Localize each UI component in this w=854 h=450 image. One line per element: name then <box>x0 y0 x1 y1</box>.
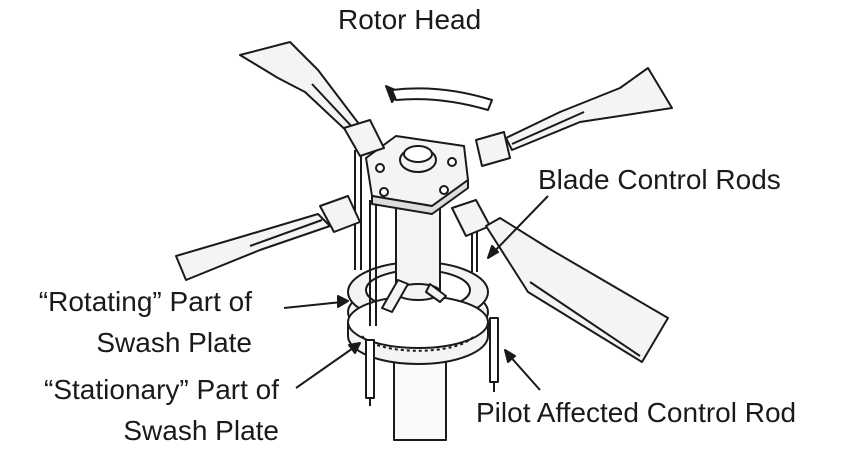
blade-back-right <box>505 67 673 151</box>
blade-front-left <box>175 213 331 281</box>
leader-lines <box>283 195 549 391</box>
blade-control-rods-label: Blade Control Rods <box>538 164 781 195</box>
rotating-part-label-line2: Swash Plate <box>96 327 252 358</box>
pilot-control-rods <box>365 317 499 406</box>
pilot-affected-control-rod-label: Pilot Affected Control Rod <box>476 397 797 428</box>
rotation-arrow <box>385 85 493 111</box>
rotor-hub <box>365 135 469 215</box>
rotating-part-label-line1: “Rotating” Part of <box>38 286 252 317</box>
blade-back-left <box>239 41 363 137</box>
stationary-part-label-line2: Swash Plate <box>123 415 279 446</box>
rotor-head-label: Rotor Head <box>338 4 482 35</box>
swash-link-arms <box>381 279 447 313</box>
blade-front-right <box>485 217 669 363</box>
stationary-part-label-line1: “Stationary” Part of <box>44 374 279 405</box>
